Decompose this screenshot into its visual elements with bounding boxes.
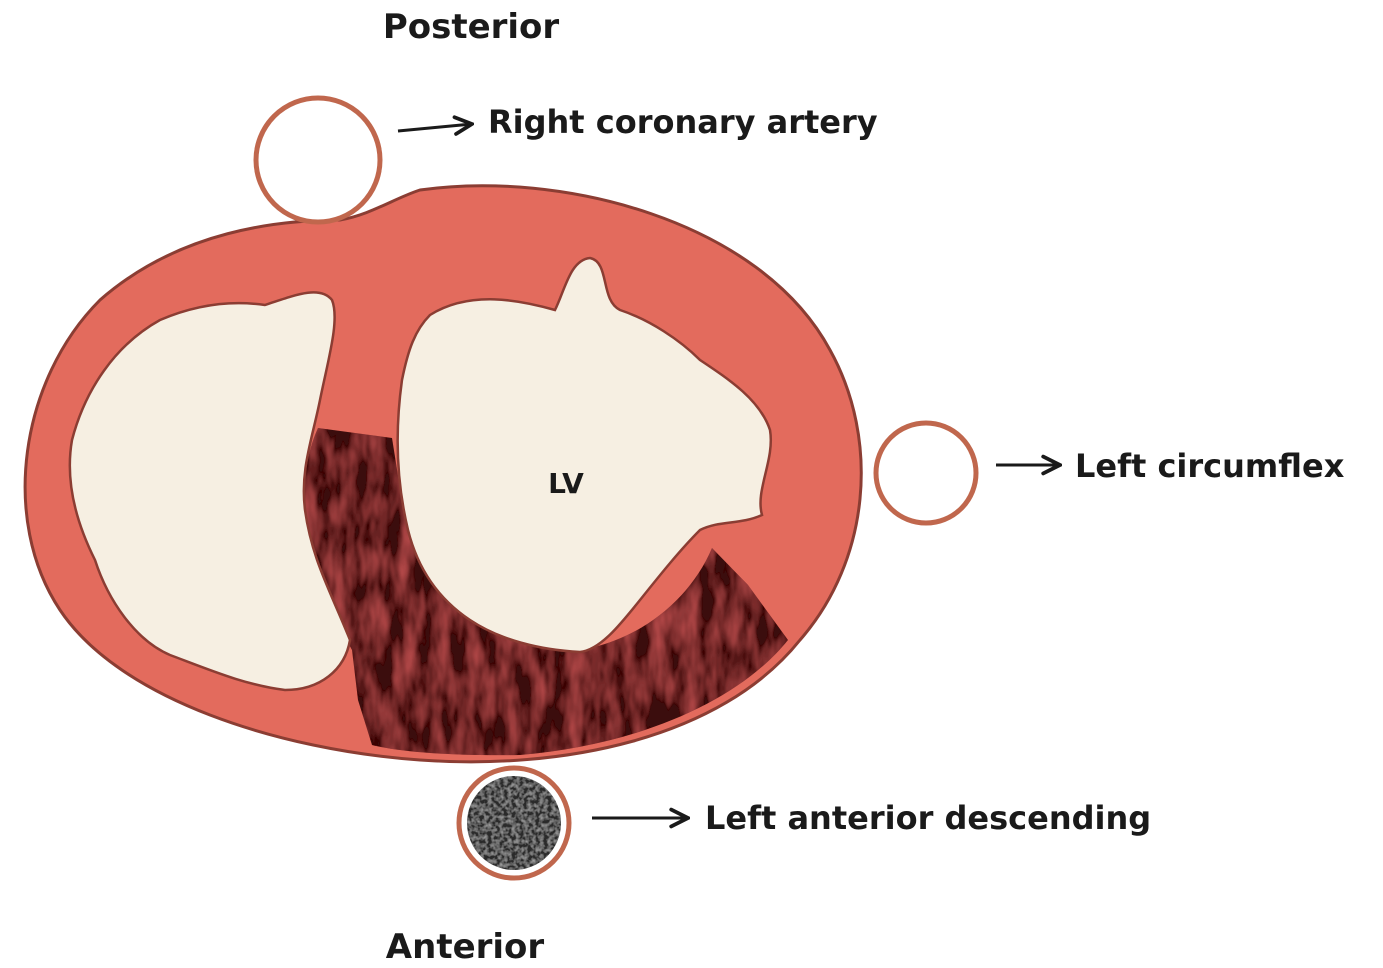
anterior-label: Anterior xyxy=(386,927,545,967)
right-coronary-artery-arrow xyxy=(398,124,472,131)
right-coronary-artery-vessel xyxy=(256,98,380,222)
right-coronary-artery-label: Right coronary artery xyxy=(488,103,878,141)
posterior-label: Posterior xyxy=(383,7,560,47)
left-anterior-descending-occlusion xyxy=(467,776,561,870)
left-ventricle-label: LV xyxy=(548,467,584,500)
left-circumflex-label: Left circumflex xyxy=(1075,447,1345,485)
left-anterior-descending-label: Left anterior descending xyxy=(705,799,1151,837)
left-circumflex-vessel xyxy=(876,423,976,523)
